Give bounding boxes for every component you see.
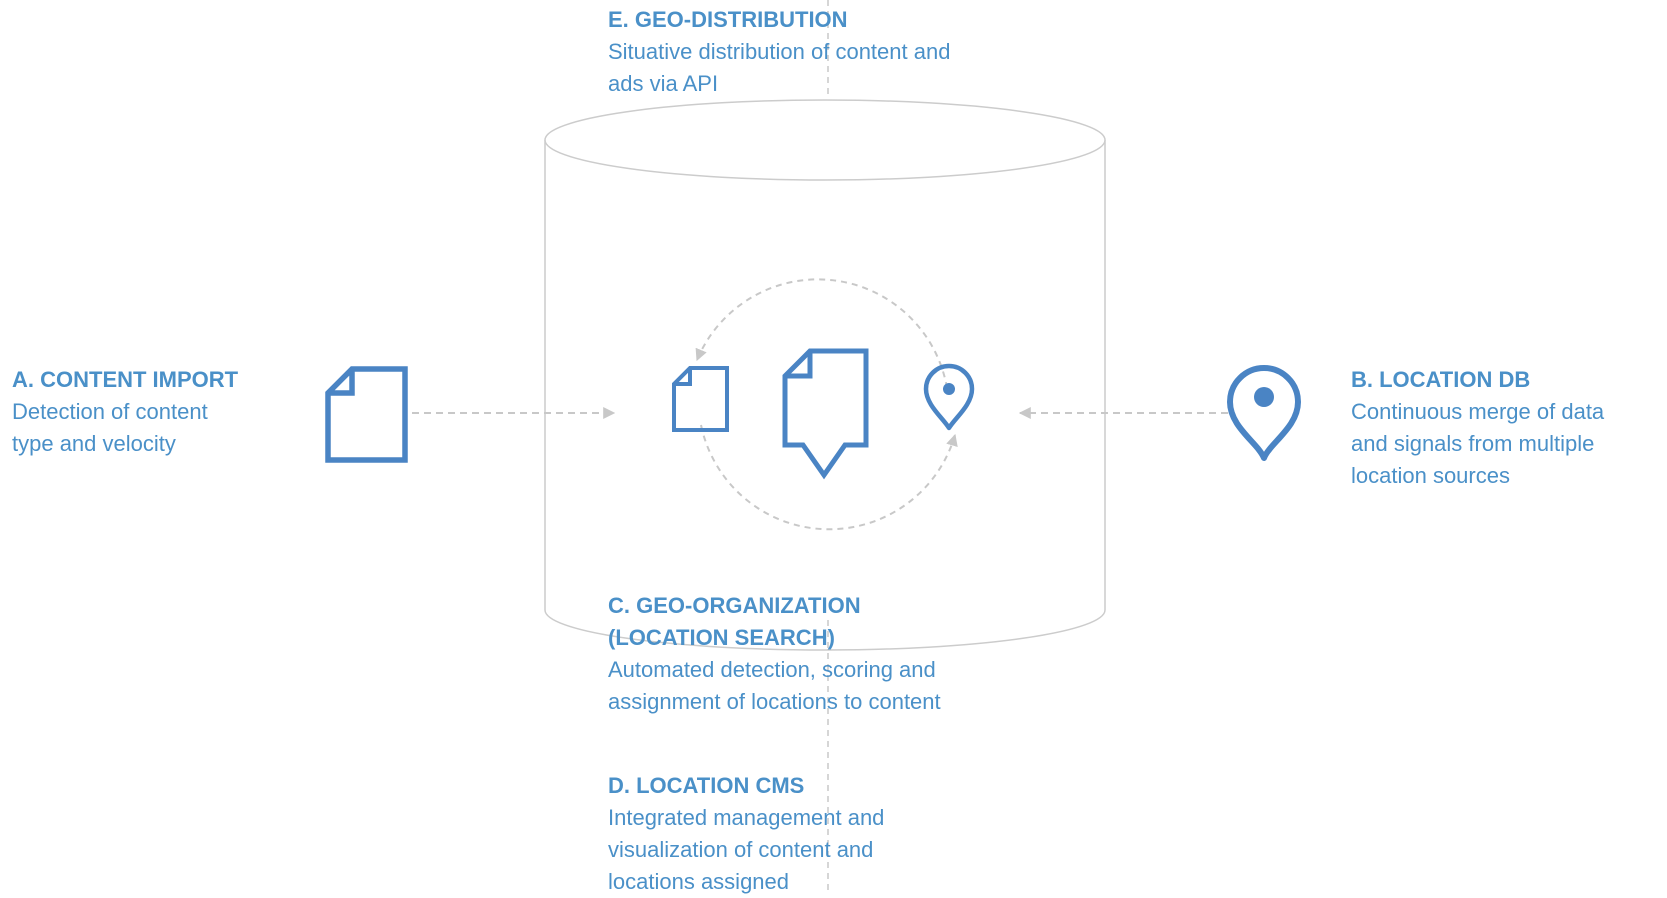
content-import-block: A. CONTENT IMPORT Detection of content t… — [12, 364, 238, 460]
location-cms-block: D. LOCATION CMS Integrated management an… — [608, 770, 884, 898]
location-db-title: B. LOCATION DB — [1351, 367, 1531, 392]
geo-organization-description: Automated detection, scoring and — [608, 657, 936, 682]
content-import-description: Detection of content — [12, 399, 208, 424]
database-cylinder — [544, 99, 1106, 651]
cycle-arc-lower — [700, 424, 958, 531]
document-comment-icon — [782, 348, 869, 480]
geo-organization-block: C. GEO-ORGANIZATION (LOCATION SEARCH) Au… — [608, 590, 941, 718]
document-icon — [672, 366, 729, 432]
location-db-description: location sources — [1351, 463, 1510, 488]
location-db-description: and signals from multiple — [1351, 431, 1595, 456]
cylinder-body — [544, 140, 1106, 651]
geo-distribution-block: E. GEO-DISTRIBUTION Situative distributi… — [608, 4, 950, 100]
location-cms-title: D. LOCATION CMS — [608, 773, 805, 798]
location-cms-description: visualization of content and — [608, 837, 874, 862]
location-db-description: Continuous merge of data — [1351, 399, 1605, 424]
geo-organization-description: assignment of locations to content — [608, 689, 941, 714]
geo-distribution-description: Situative distribution of content and — [608, 39, 951, 64]
content-import-description: type and velocity — [12, 431, 176, 456]
cylinder-top — [544, 99, 1106, 181]
processing-cycle — [695, 278, 958, 531]
geo-distribution-description: ads via API — [608, 71, 719, 96]
location-pin-icon — [1227, 365, 1301, 461]
location-pin-icon — [923, 363, 975, 431]
geo-organization-title: (LOCATION SEARCH) — [608, 625, 835, 650]
geo-organization-title: C. GEO-ORGANIZATION — [608, 593, 861, 618]
location-db-block: B. LOCATION DB Continuous merge of data … — [1351, 364, 1604, 492]
content-import-title: A. CONTENT IMPORT — [12, 367, 239, 392]
document-icon — [325, 366, 408, 463]
geo-distribution-title: E. GEO-DISTRIBUTION — [608, 7, 848, 32]
location-cms-description: locations assigned — [608, 869, 790, 894]
cycle-arc-upper — [695, 278, 948, 389]
location-cms-description: Integrated management and — [608, 805, 885, 830]
